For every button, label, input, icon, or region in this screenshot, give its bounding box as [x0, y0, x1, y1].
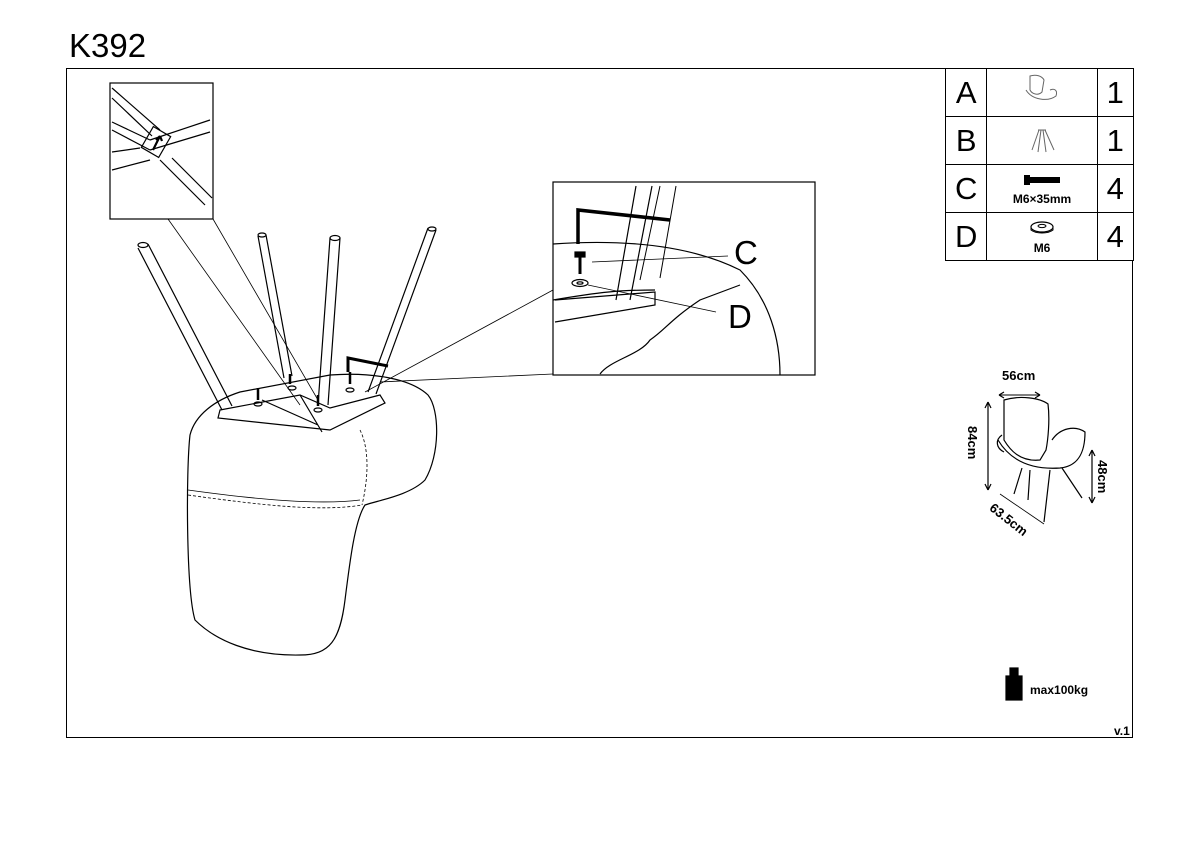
parts-row: C M6×35mm 4 [944, 164, 1135, 213]
dimension-height: 84cm [965, 426, 980, 460]
part-quantity: 1 [1096, 116, 1135, 165]
callout-c-label: C [734, 234, 758, 271]
parts-list: A 1 B 1 C M6×35mm 4 D [944, 68, 1135, 261]
version-label: v.1 [1114, 724, 1130, 738]
instruction-frame [66, 68, 1133, 738]
washer-icon: M6 [986, 212, 1098, 261]
callout-d-label: D [728, 298, 752, 335]
chair-seat-icon [986, 68, 1098, 117]
part-quantity: 4 [1096, 164, 1135, 213]
part-quantity: 4 [1096, 212, 1135, 261]
product-code: K392 [69, 27, 147, 64]
part-quantity: 1 [1096, 68, 1135, 117]
part-letter: D [944, 212, 988, 261]
parts-row: B 1 [944, 116, 1135, 165]
part-letter: B [944, 116, 988, 165]
parts-row: A 1 [944, 68, 1135, 117]
max-load-badge: max100kg [1004, 662, 1134, 738]
part-letter: A [944, 68, 988, 117]
chair-legs-icon [986, 116, 1098, 165]
bolt-size-label: M6×35mm [1012, 192, 1072, 206]
bolt-icon: M6×35mm [986, 164, 1098, 213]
part-letter: C [944, 164, 988, 213]
parts-row: D M6 4 [944, 212, 1135, 261]
dimension-width: 56cm [1002, 368, 1036, 383]
dimension-seat-height: 48cm [1095, 460, 1110, 494]
washer-size-label: M6 [1033, 241, 1051, 255]
max-load-label: max100kg [1030, 683, 1089, 697]
